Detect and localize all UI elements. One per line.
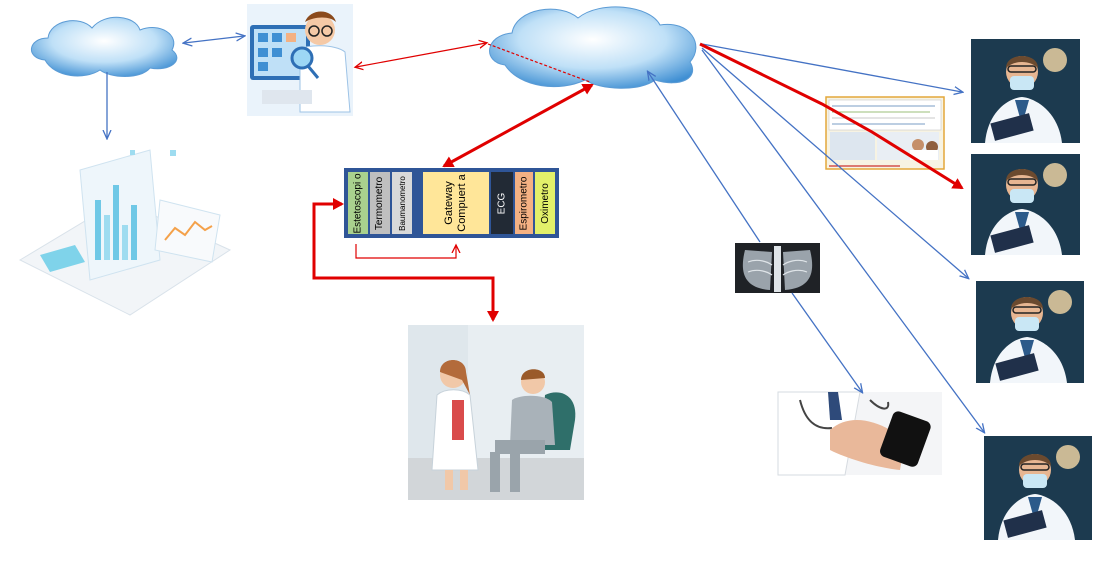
doctor-masked xyxy=(984,436,1092,540)
device-strip: Estetoscopi o Termometro Baumanometro Ga… xyxy=(344,168,559,238)
analytics-charts xyxy=(18,149,232,316)
device-label-oximetro: Oximetro xyxy=(539,182,551,224)
child-patients-photo xyxy=(408,325,584,500)
device-label-termometro: Termometro xyxy=(374,176,386,230)
smartphone-doctor-hand xyxy=(777,391,942,476)
device-label-ecg: ECG xyxy=(496,192,508,214)
device-oximetro: Oximetro xyxy=(535,172,555,234)
device-label-gateway: Gateway Compuert a xyxy=(443,174,469,232)
arrow-xray-to-cloud xyxy=(648,72,761,243)
software-screenshot xyxy=(825,96,945,170)
device-label-baumanometro: Baumanometro xyxy=(397,175,407,231)
device-termometro: Termometro xyxy=(370,172,390,234)
arrow-cloud-to-doctor-1 xyxy=(701,43,962,92)
device-label-estetoscopio: Estetoscopi o xyxy=(352,172,364,234)
arrow-cloud-to-gateway xyxy=(442,83,594,168)
arrow-doctor-cartoon-to-cloud xyxy=(356,43,486,67)
cloud-icon xyxy=(487,6,697,89)
device-espirometro: Espirometro xyxy=(515,172,533,234)
device-spacer xyxy=(414,172,422,234)
blue-connectors xyxy=(107,36,984,432)
doctor-masked xyxy=(971,39,1080,143)
doctor-cartoon xyxy=(247,4,353,116)
arrow-cloud-to-doctor-2 xyxy=(699,42,964,190)
device-estetoscopio: Estetoscopi o xyxy=(348,172,368,234)
red-connectors xyxy=(312,42,964,322)
device-ecg: ECG xyxy=(491,172,513,234)
chest-xray xyxy=(735,243,820,293)
cloud-icon xyxy=(31,16,178,77)
device-label-espirometro: Espirometro xyxy=(518,176,530,230)
doctor-masked xyxy=(971,154,1080,255)
arrow-strip-to-children xyxy=(312,198,499,322)
arrow-cloud-to-doctor-3 xyxy=(701,47,968,278)
doctor-masked xyxy=(976,281,1084,383)
arrow-cloud-to-doctor-4 xyxy=(701,49,984,432)
device-gateway: Gateway Compuert a xyxy=(423,172,490,234)
arrow-cloud-to-doctor xyxy=(184,36,244,43)
device-baumanometro: Baumanometro xyxy=(392,172,412,234)
arrow-xray-to-phone xyxy=(791,292,862,392)
arrow-loop-estetoscopio-to-gateway xyxy=(355,244,456,259)
